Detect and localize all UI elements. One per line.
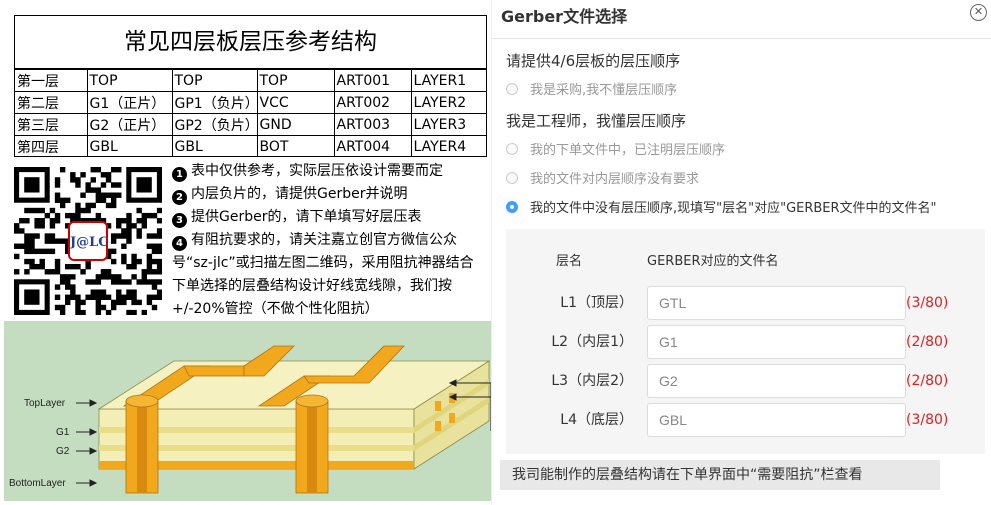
char-count: (2/80) <box>906 373 949 389</box>
gerber-filename-input[interactable]: GBL <box>647 403 906 437</box>
number-bullet-icon: 4 <box>172 236 187 251</box>
pcb-stackup-illustration: TopLayer G1 G2 BottomLayer <box>4 321 495 501</box>
radio-no-requirement[interactable] <box>506 171 518 184</box>
reference-cell: G2（正片） <box>86 113 173 136</box>
impedance-note: 我司能制作的层叠结构请在下单界面中“需要阻抗”栏查看 <box>500 460 940 490</box>
layer-name: L2（内层1） <box>551 334 633 350</box>
reference-title: 常见四层板层压参考结构 <box>15 16 486 69</box>
dialog-title: Gerber文件选择 <box>501 7 628 26</box>
reference-cell: BOT <box>256 135 335 157</box>
option-fill-in-label: 我的文件中没有层压顺序,现填写"层名"对应"GERBER文件中的文件名" <box>530 201 937 216</box>
reference-cell: GP1（负片） <box>171 91 258 114</box>
header-layer-name: 层名 <box>556 254 583 269</box>
option-noted[interactable]: 我的下单文件中，已注明层压顺序 <box>506 139 725 158</box>
pcb-drawing: TopLayer G1 G2 BottomLayer <box>9 345 492 494</box>
reference-cell: GBL <box>171 135 258 157</box>
close-circle-icon[interactable]: ✕ <box>970 4 987 21</box>
label-g1: G1 <box>56 427 70 438</box>
dialog-header: Gerber文件选择 ✕ <box>492 0 991 39</box>
option-noted-label: 我的下单文件中，已注明层压顺序 <box>530 143 726 158</box>
char-count: (2/80) <box>906 334 949 350</box>
reference-cell: TOP <box>256 69 335 92</box>
char-count: (3/80) <box>906 295 949 311</box>
reference-cell: TOP <box>86 69 173 92</box>
gerber-filename-input[interactable]: G2 <box>647 364 906 398</box>
layer-row: L2（内层1） G1(2/80) <box>506 325 985 359</box>
radio-buyer[interactable] <box>506 82 518 95</box>
note-item: 2 内层负片的，请提供Gerber并说明 <box>172 183 478 206</box>
reference-cell: 第二层 <box>15 91 88 114</box>
layer-name: L4（底层） <box>560 412 633 428</box>
label-bottomlayer: BottomLayer <box>9 478 66 489</box>
reference-cell: LAYER2 <box>410 91 486 114</box>
option-buyer-label: 我是采购,我不懂层压顺序 <box>530 83 678 98</box>
reference-cell: LAYER1 <box>410 69 486 92</box>
layer-name: L1（顶层） <box>560 295 633 311</box>
number-bullet-icon: 3 <box>172 213 187 228</box>
reference-cell: LAYER4 <box>410 135 486 157</box>
reference-cell: GBL <box>86 135 173 157</box>
reference-cell: ART003 <box>333 113 412 136</box>
radio-fill-in[interactable] <box>506 200 518 213</box>
option-buyer[interactable]: 我是采购,我不懂层压顺序 <box>506 79 677 98</box>
reference-cell: 第三层 <box>15 113 88 136</box>
note-text: 提供Gerber的，请下单填写好层压表 <box>191 209 422 225</box>
reference-cell: GP2（负片） <box>171 113 258 136</box>
layer-mapping-panel: 层名 GERBER对应的文件名 L1（顶层）GTL(3/80)L2（内层1）G1… <box>506 229 985 454</box>
question-engineer: 我是工程师，我懂层压顺序 <box>506 112 687 130</box>
label-g2: G2 <box>56 446 70 457</box>
radio-noted[interactable] <box>506 142 518 155</box>
gerber-file-dialog: Gerber文件选择 ✕ 请提供4/6层板的层压顺序 我是采购,我不懂层压顺序 … <box>491 0 991 505</box>
reference-cell: ART002 <box>333 91 412 114</box>
note-item: 3 提供Gerber的，请下单填写好层压表 <box>172 206 478 229</box>
qr-code-icon <box>14 167 163 316</box>
gerber-filename-input[interactable]: G1 <box>647 325 906 359</box>
layer-row: L1（顶层） GTL(3/80) <box>506 286 985 320</box>
note-text: 表中仅供参考，实际层压依设计需要而定 <box>191 163 443 179</box>
number-bullet-icon: 2 <box>172 190 187 205</box>
option-no-requirement[interactable]: 我的文件对内层顺序没有要求 <box>506 168 699 187</box>
reference-cell: 第一层 <box>15 69 88 92</box>
jlc-logo: J@LC <box>68 221 109 261</box>
option-no-requirement-label: 我的文件对内层顺序没有要求 <box>530 172 700 187</box>
reference-cell: TOP <box>171 69 258 92</box>
label-toplayer: TopLayer <box>24 398 66 409</box>
reference-cell: ART004 <box>333 135 412 157</box>
note-text: 内层负片的，请提供Gerber并说明 <box>191 186 408 202</box>
note-text: 有阻抗要求的，请关注嘉立创官方微信公众号“sz-jlc”或扫描左图二维码，采用阻… <box>172 232 474 317</box>
note-item: 1 表中仅供参考，实际层压依设计需要而定 <box>172 160 478 183</box>
char-count: (3/80) <box>906 412 949 428</box>
reference-cell: GND <box>256 113 335 136</box>
reference-cell: G1（正片） <box>86 91 173 114</box>
reference-cell: LAYER3 <box>410 113 486 136</box>
layer-name: L3（内层2） <box>551 373 633 389</box>
question-stackup-order: 请提供4/6层板的层压顺序 <box>506 52 681 70</box>
gerber-filename-input[interactable]: GTL <box>647 286 906 320</box>
wechat-qr-code: J@LC <box>14 167 163 316</box>
reference-cell: VCC <box>256 91 335 114</box>
option-fill-in[interactable]: 我的文件中没有层压顺序,现填写"层名"对应"GERBER文件中的文件名" <box>506 197 937 216</box>
layer-row: L3（内层2） G2(2/80) <box>506 364 985 398</box>
reference-cell: 第四层 <box>15 135 88 157</box>
layer-row: L4（底层） GBL(3/80) <box>506 403 985 437</box>
number-bullet-icon: 1 <box>172 167 187 182</box>
reference-cell: ART001 <box>333 69 412 92</box>
header-gerber-file: GERBER对应的文件名 <box>647 254 779 269</box>
